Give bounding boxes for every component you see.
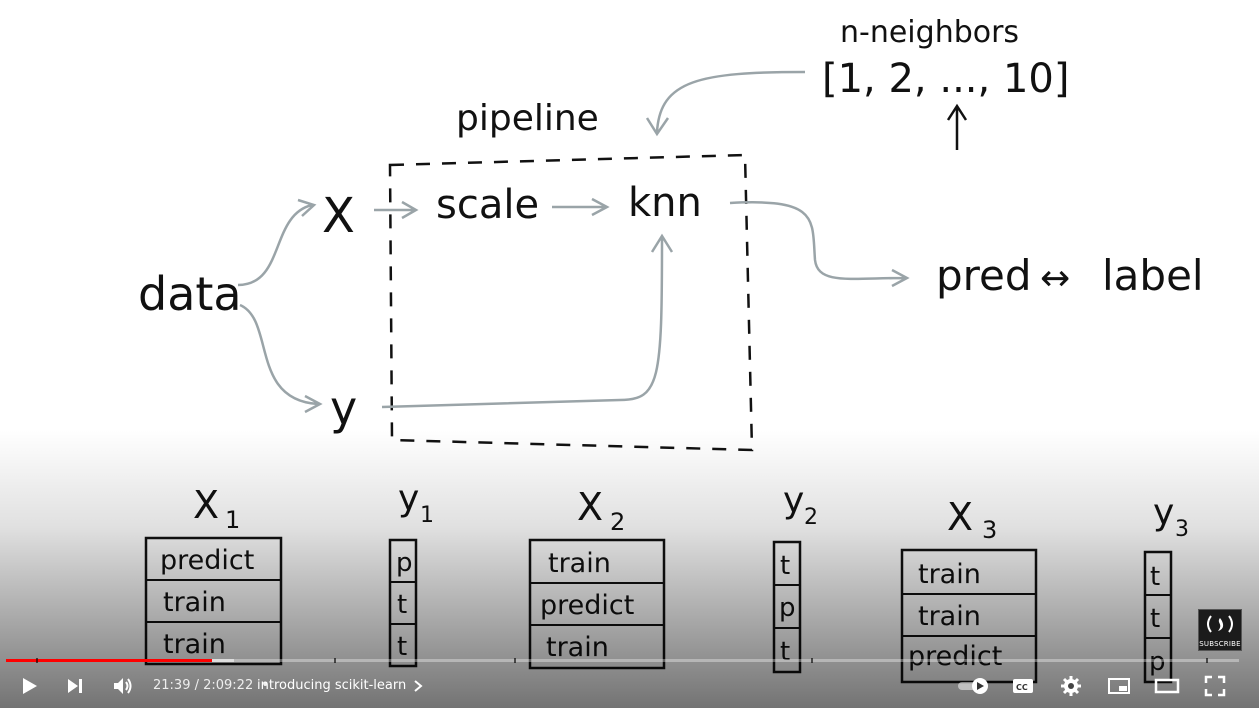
subscribe-watermark[interactable]: SUBSCRIBE: [1198, 609, 1242, 651]
fold-row: train: [918, 559, 981, 590]
progress-bar[interactable]: [6, 656, 1239, 666]
fold-row: predict: [540, 590, 634, 621]
knn-label: knn: [628, 180, 702, 226]
fold-y-label: y: [398, 478, 419, 519]
captions-icon: CC: [1013, 679, 1033, 693]
fold-2: X 2 train predict train y 2 t p t: [528, 480, 818, 674]
pred-label: pred: [936, 251, 1032, 300]
pred-label-arrow: ↔: [1040, 258, 1070, 299]
miniplayer-button[interactable]: [1103, 670, 1135, 702]
fold-row: train: [548, 548, 611, 579]
fold-y-sub: 2: [804, 505, 818, 530]
fold-row: predict: [160, 545, 254, 576]
fullscreen-button[interactable]: [1199, 670, 1231, 702]
x-label: X: [322, 188, 355, 244]
time-text: 21:39 / 2:09:22: [153, 678, 254, 693]
fold-y-sub: 3: [1175, 517, 1189, 542]
next-button[interactable]: [59, 670, 91, 702]
progress-played: [6, 659, 212, 662]
fullscreen-icon: [1204, 675, 1226, 697]
autoplay-toggle-icon: [958, 678, 988, 694]
fold-x-label: X: [193, 483, 219, 527]
play-button[interactable]: [13, 670, 45, 702]
chapter-title-button[interactable]: introducing scikit-learn: [257, 678, 424, 693]
data-to-x-arrow: [237, 198, 317, 287]
chapter-marker: [514, 658, 516, 663]
fold-y-row: t: [397, 590, 407, 620]
n-neighbors-pointer-arrow: [946, 103, 968, 150]
subscribe-label: SUBSCRIBE: [1199, 640, 1241, 648]
autoplay-toggle[interactable]: [956, 670, 992, 702]
fold-x-label: X: [947, 495, 973, 539]
fold-3: X 3 train train predict y 3 t t p: [900, 492, 1189, 684]
captions-button[interactable]: CC: [1007, 670, 1039, 702]
svg-text:CC: CC: [1016, 683, 1028, 692]
knn-to-pred-arrow: [729, 201, 910, 288]
player-controls: 21:39 / 2:09:22 • introducing scikit-lea…: [0, 668, 1259, 704]
fold-row: train: [163, 587, 226, 618]
fold-y-row: t: [1150, 604, 1160, 634]
chevron-right-icon: [414, 679, 423, 692]
fold-x-sub: 2: [610, 508, 625, 536]
time-display: 21:39 / 2:09:22 •: [153, 678, 269, 693]
fold-y-row: p: [779, 593, 796, 623]
theater-icon: [1154, 678, 1180, 694]
fold-y-label: y: [1153, 492, 1174, 533]
scale-label: scale: [436, 182, 539, 228]
time-separator: •: [261, 678, 270, 693]
y-to-knn-arrow: [381, 233, 674, 409]
chapter-title: introducing scikit-learn: [257, 678, 407, 693]
chapter-marker: [1206, 658, 1208, 663]
n-neighbors-label: n-neighbors: [840, 15, 1019, 50]
pipeline-label: pipeline: [456, 98, 599, 139]
volume-icon: [114, 678, 132, 694]
param-to-knn-arrow: [645, 70, 806, 137]
n-neighbors-list: [1, 2, ..., 10]: [822, 56, 1069, 102]
chapter-marker: [334, 658, 336, 663]
fold-y-row: p: [396, 548, 413, 578]
chapter-marker: [811, 658, 813, 663]
y-label: y: [330, 381, 357, 435]
fold-y-sub: 1: [420, 503, 434, 528]
mute-button[interactable]: [107, 670, 139, 702]
fold-row: train: [918, 601, 981, 632]
settings-icon: [1061, 676, 1081, 696]
data-label: data: [138, 267, 242, 321]
x-to-scale-arrow: [374, 200, 419, 220]
theater-mode-button[interactable]: [1151, 670, 1183, 702]
fold-x-label: X: [577, 485, 603, 529]
scale-to-knn-arrow: [552, 197, 610, 217]
data-to-y-arrow: [239, 303, 323, 414]
play-icon: [23, 678, 37, 694]
next-icon: [68, 679, 82, 693]
fold-y-row: t: [780, 551, 790, 581]
fold-1: X 1 predict train train y 1 p t t: [144, 478, 434, 668]
chapter-marker: [36, 658, 38, 663]
fold-y-row: t: [1150, 562, 1160, 592]
progress-track: [6, 659, 1239, 662]
freecodecamp-logo-icon: [1207, 615, 1233, 633]
fold-y-label: y: [783, 480, 804, 521]
miniplayer-icon: [1108, 678, 1130, 694]
fold-x-sub: 1: [225, 506, 240, 534]
fold-x-sub: 3: [982, 516, 997, 544]
settings-button[interactable]: [1055, 670, 1087, 702]
label-label: label: [1102, 251, 1204, 300]
